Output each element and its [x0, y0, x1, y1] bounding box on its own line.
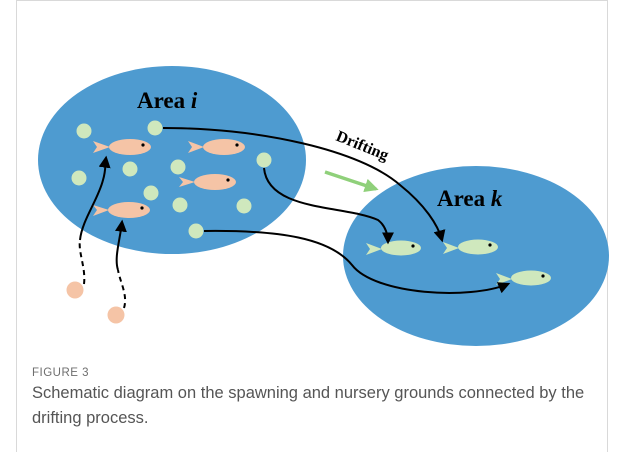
figure-number: FIGURE 3 [32, 367, 89, 379]
larva-dot [72, 171, 87, 186]
area-i-label: Area i [137, 88, 198, 113]
larva-dot [237, 199, 252, 214]
larva-dot [189, 224, 204, 239]
egg [108, 307, 125, 324]
drift-direction-arrow [325, 172, 376, 189]
spawning-path [80, 240, 85, 284]
figure-caption: Schematic diagram on the spawning and nu… [32, 381, 592, 431]
larva-dot [123, 162, 138, 177]
larva-dot [77, 124, 92, 139]
egg [67, 282, 84, 299]
spawning-path [118, 270, 125, 308]
drifting-label: Drifting [334, 128, 391, 164]
schematic-diagram: Area i Area k Drifting [0, 0, 624, 360]
larva-dot [257, 153, 272, 168]
larva-dot [171, 160, 186, 175]
larva-dot [144, 186, 159, 201]
larva-dot [173, 198, 188, 213]
larva-dot [148, 121, 163, 136]
area-k-label: Area k [437, 186, 503, 211]
